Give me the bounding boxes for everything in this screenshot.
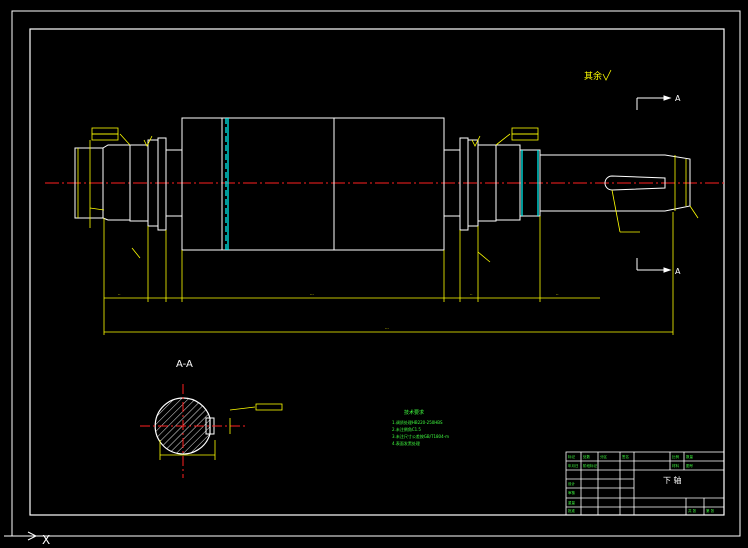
section-marker-label-top: A — [675, 94, 681, 103]
dimension-text: ··· ··· ·· ·· ·· — [118, 292, 559, 331]
svg-text:阶段标记: 阶段标记 — [583, 463, 597, 468]
tech-req-item-3: 3.未注尺寸公差按GB/T1804-m — [392, 433, 449, 439]
svg-text:···: ··· — [310, 292, 314, 297]
section-view-title: A-A — [176, 359, 193, 370]
section-marker-top — [636, 95, 672, 110]
surface-finish-marks — [143, 69, 612, 147]
tech-req-title: 技术要求 — [404, 409, 424, 416]
svg-text:审核: 审核 — [568, 490, 576, 495]
svg-text:设计: 设计 — [568, 481, 576, 486]
tech-req-item-2: 2.未注倒角C1.5 — [392, 426, 421, 432]
svg-text:··: ·· — [470, 292, 473, 297]
svg-text:重量: 重量 — [568, 500, 576, 505]
svg-text:比例: 比例 — [672, 454, 680, 459]
section-marker-bottom — [636, 258, 672, 273]
ucs-x-label: X — [42, 533, 50, 547]
dimension-lines — [77, 133, 699, 335]
svg-text:标记: 标记 — [568, 454, 576, 459]
tech-req-item-1: 1.调质处理HB220-250HBS — [392, 419, 443, 425]
svg-text:材料: 材料 — [672, 463, 680, 468]
svg-text:第 张: 第 张 — [706, 508, 715, 513]
hidden-lines — [225, 118, 539, 250]
section-marker-label-bottom: A — [675, 267, 681, 276]
svg-text:签名: 签名 — [622, 454, 629, 459]
surface-note: 其余 — [584, 70, 602, 82]
svg-text:··: ·· — [118, 292, 121, 297]
svg-text:··: ·· — [556, 292, 559, 297]
outer-frame — [11, 10, 741, 537]
tech-req-item-4: 4.表面发黑处理 — [392, 440, 420, 446]
svg-text:批准: 批准 — [568, 508, 576, 513]
svg-text:年月日: 年月日 — [568, 463, 579, 468]
section-view — [140, 384, 256, 478]
ucs-icon — [4, 531, 38, 541]
svg-text:数量: 数量 — [686, 454, 694, 459]
part-name: 下 轴 — [663, 475, 682, 485]
inner-frame — [29, 28, 725, 516]
svg-text:共 张: 共 张 — [688, 508, 697, 513]
title-block-cells: 标记 处数 分区 签名 比例 数量 年月日 阶段标记 材料 图号 设计 审核 重… — [568, 454, 715, 513]
svg-text:···: ··· — [385, 326, 389, 331]
svg-text:分区: 分区 — [600, 454, 608, 459]
svg-text:处数: 处数 — [583, 454, 591, 459]
svg-text:图号: 图号 — [686, 463, 694, 468]
title-block — [565, 451, 725, 516]
shaft-outline — [74, 117, 691, 251]
tolerance-frames — [91, 127, 539, 411]
